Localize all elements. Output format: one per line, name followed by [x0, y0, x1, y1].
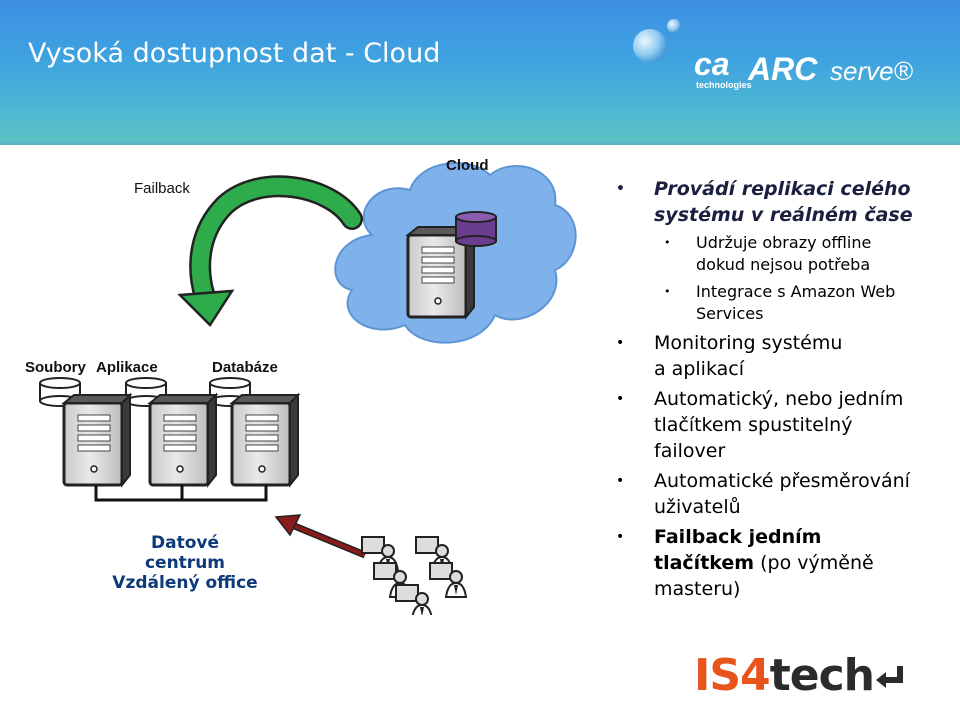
- bullet-failback-bold: tlačítkem: [654, 552, 755, 574]
- bullet-monitoring-line1: Monitoring systému: [654, 332, 843, 354]
- bullet-monitoring: Monitoring systému a aplikací: [614, 330, 954, 382]
- bullet-failover-line1: Automatický, nebo jedním: [654, 388, 904, 410]
- datacenter-line2: Vzdálený office: [112, 573, 258, 593]
- sub-bullet-aws-line2: Services: [696, 304, 764, 323]
- bullet-failback-rest: (po výměně: [754, 552, 874, 574]
- is4tech-logo: IS4tech: [694, 650, 904, 701]
- sub-bullet-offline: Udržuje obrazy offline dokud nejsou potř…: [614, 232, 954, 276]
- files-label: Soubory: [25, 359, 86, 376]
- bullet-replication-line2: systému v reálném čase: [654, 204, 913, 226]
- cloud-label: Cloud: [446, 157, 489, 174]
- users-icon: [361, 536, 467, 615]
- bullet-monitoring-line2: a aplikací: [654, 358, 744, 380]
- slide-title: Vysoká dostupnost dat - Cloud: [28, 38, 441, 69]
- bullet-failover-line3: failover: [654, 440, 726, 462]
- apps-label: Aplikace: [96, 359, 158, 376]
- bullet-replication-line1: Provádí replikaci celého: [654, 178, 911, 200]
- bullet-redirect-line2: uživatelů: [654, 496, 741, 518]
- redirect-arrow-icon: [274, 514, 367, 559]
- bullet-failback-line3: masteru): [654, 578, 741, 600]
- bullet-failover: Automatický, nebo jedním tlačítkem spust…: [614, 386, 954, 464]
- bullet-redirect-line1: Automatické přesměrování: [654, 470, 910, 492]
- failback-arrow-icon: [177, 175, 363, 327]
- sub-bullet-offline-line2: dokud nejsou potřeba: [696, 255, 871, 274]
- bullet-failback: Failback jedním tlačítkem (po výměně mas…: [614, 524, 954, 602]
- network-lines: [94, 485, 268, 502]
- return-arrow-icon: [875, 666, 903, 688]
- bullet-failback-line1: Failback jedním: [654, 526, 822, 548]
- bullet-failover-line2: tlačítkem spustitelný: [654, 414, 853, 436]
- bullet-redirect: Automatické přesměrování uživatelů: [614, 468, 954, 520]
- apps-server-icon: [148, 393, 218, 487]
- is4tech-logo-is: IS4: [694, 650, 771, 701]
- db-label: Databáze: [212, 359, 278, 376]
- files-server-icon: [62, 393, 132, 487]
- sub-bullet-aws-line1: Integrace s Amazon Web: [696, 282, 896, 301]
- sub-bullet-aws: Integrace s Amazon Web Services: [614, 281, 954, 325]
- ca-logo: ca: [694, 47, 730, 81]
- header-band: Vysoká dostupnost dat - Cloud ca technol…: [0, 0, 960, 145]
- drop-bubble-icon: [633, 19, 681, 63]
- serve-logo-text: serve®: [830, 56, 914, 86]
- failback-label: Failback: [134, 180, 190, 197]
- bullet-failback-line2: tlačítkem (po výměně: [654, 550, 954, 576]
- is4tech-logo-tech: tech: [769, 650, 875, 701]
- replication-diagram: [39, 162, 577, 615]
- cloud-database-icon: [455, 211, 497, 247]
- arc-logo-text: ARC: [748, 51, 818, 87]
- ca-logo-text: ca: [694, 47, 730, 81]
- sub-bullet-offline-line1: Udržuje obrazy offline: [696, 233, 872, 252]
- arcserve-logo: ARC serve®: [748, 51, 914, 87]
- ca-logo-sub: technologies: [696, 80, 752, 90]
- datacenter-line1: Datové centrum: [144, 533, 226, 573]
- db-server-icon: [230, 393, 300, 487]
- feature-list: Provádí replikaci celého systému v reáln…: [614, 176, 954, 606]
- bullet-replication: Provádí replikaci celého systému v reáln…: [614, 176, 954, 228]
- datacenter-label: Datové centrum Vzdálený office: [110, 533, 260, 593]
